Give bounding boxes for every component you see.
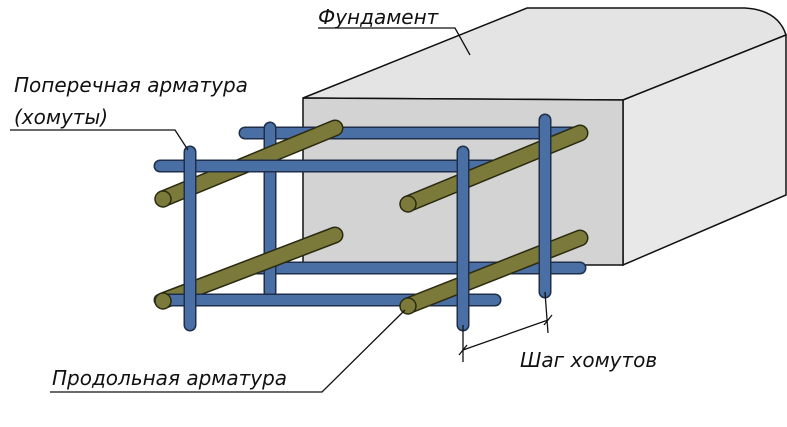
extension-line	[544, 291, 549, 334]
stirrup-spacing-label: Шаг хомутов	[520, 348, 657, 372]
bar-end	[154, 190, 172, 208]
leader-lines	[10, 27, 471, 393]
transverse-label-line2: (хомуты)	[14, 105, 108, 129]
bar-end	[399, 297, 417, 315]
dimension-line	[462, 319, 549, 351]
longitudinal-bar-ends	[154, 190, 172, 310]
longitudinal-label: Продольная арматура	[52, 366, 287, 390]
bar-end	[399, 195, 417, 213]
stirrup-vertical-right	[456, 113, 552, 332]
foundation-label: Фундамент	[318, 5, 440, 29]
longitudinal-bar	[403, 231, 587, 312]
bar-end	[154, 292, 172, 310]
foundation-leader	[318, 27, 471, 56]
longitudinal-bars-right	[399, 124, 589, 315]
longitudinal-bar	[403, 126, 587, 210]
transverse-leader	[10, 129, 189, 151]
transverse-label-line1: Поперечная арматура	[14, 73, 248, 97]
longitudinal-leader	[50, 309, 406, 393]
spacing-dimension	[458, 291, 553, 362]
tick-mark	[458, 344, 468, 356]
tick-mark	[543, 314, 553, 326]
